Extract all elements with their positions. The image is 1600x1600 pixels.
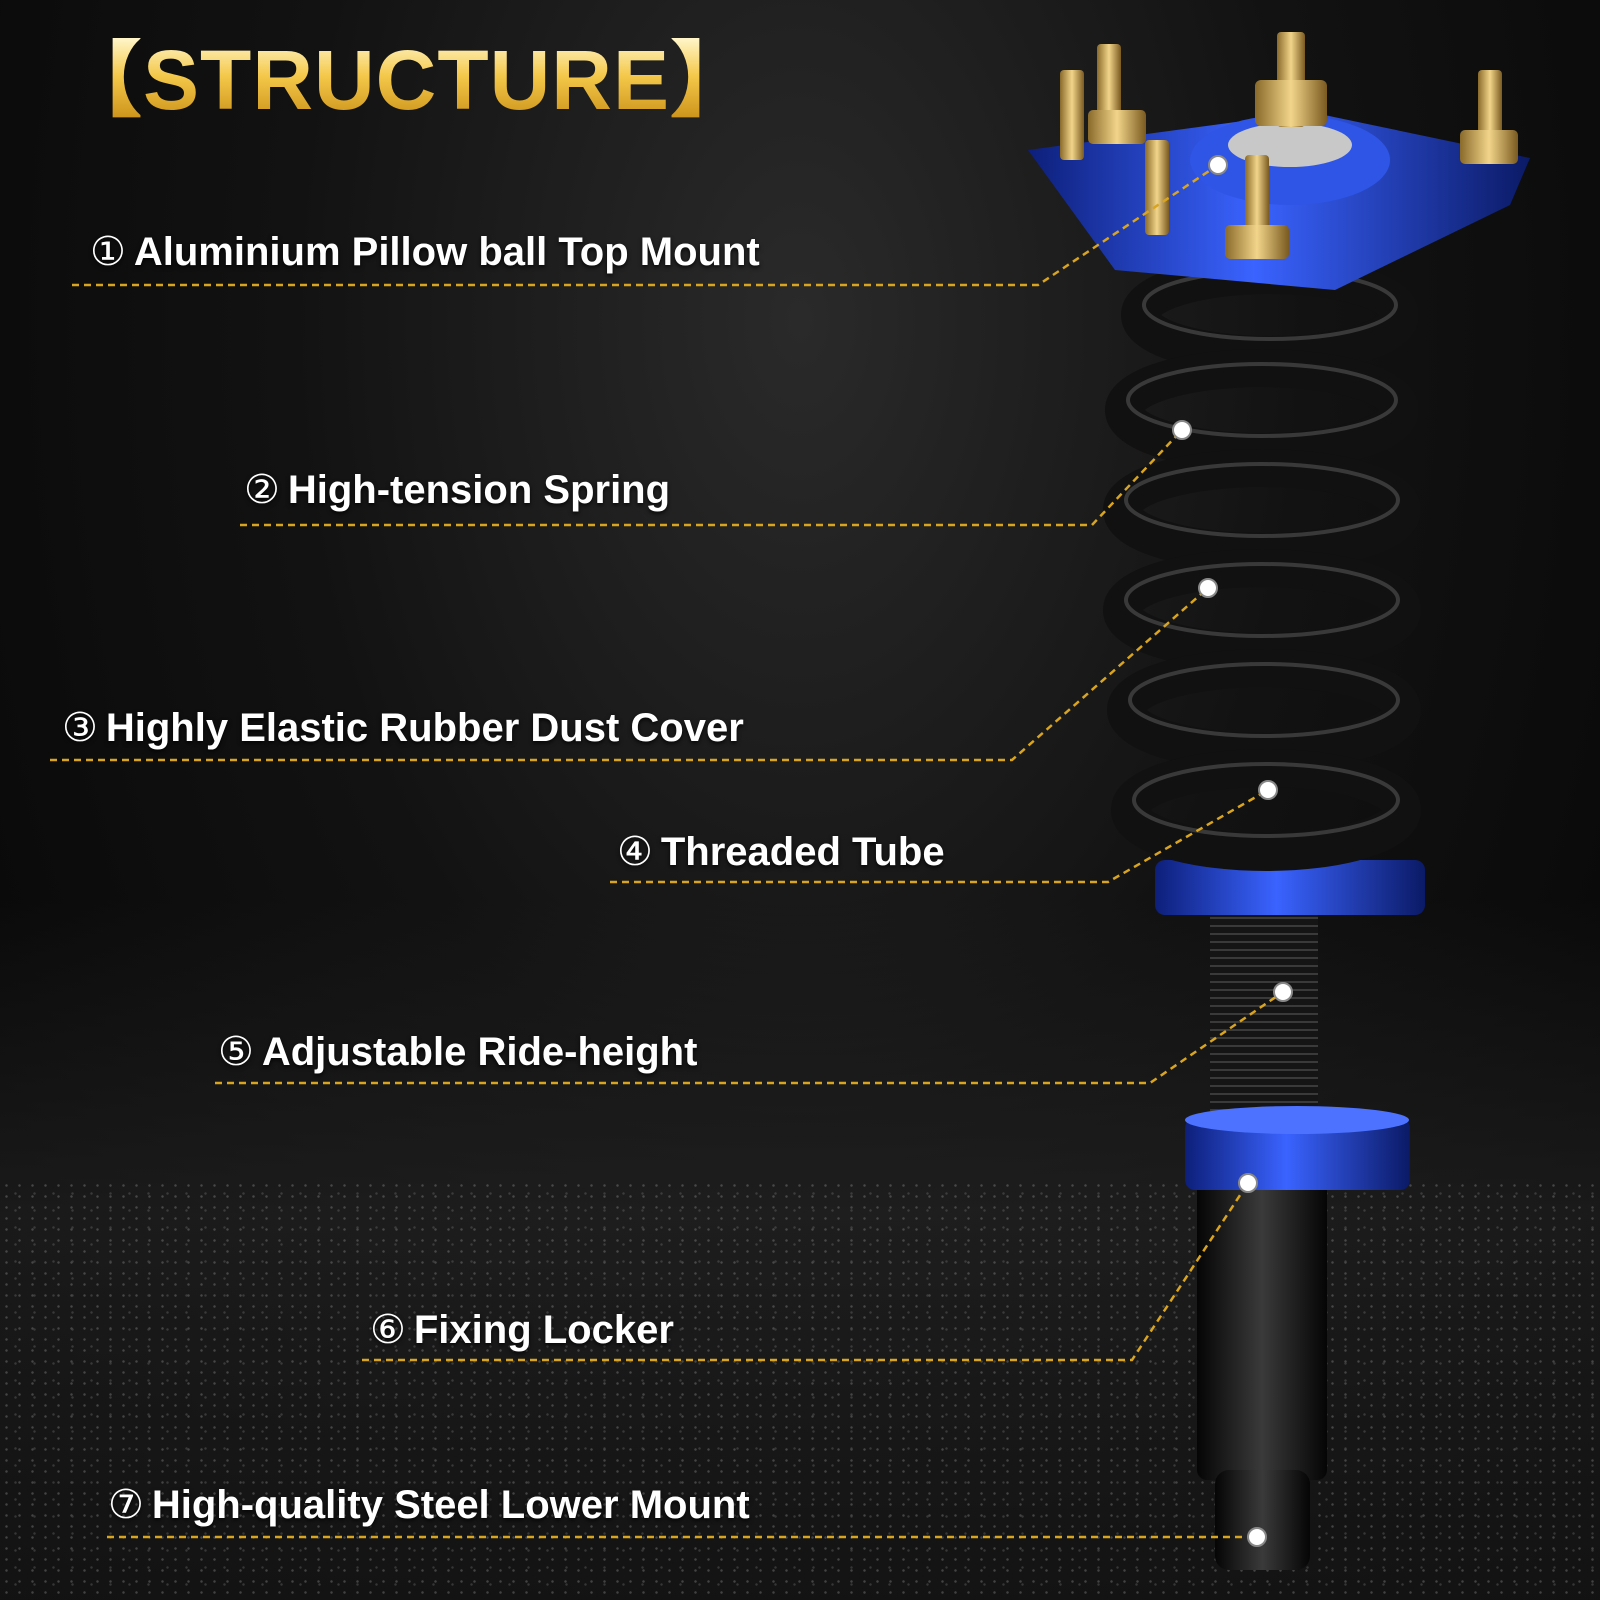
callout-dot-6 [1238, 1173, 1258, 1193]
part-number: ⑤ [218, 1030, 254, 1074]
part-text: Aluminium Pillow ball Top Mount [133, 230, 760, 274]
fixing-locker-ring [1185, 1106, 1410, 1190]
callout-dot-2 [1172, 420, 1192, 440]
callout-dot-7 [1247, 1527, 1267, 1547]
lower-mount-body [1197, 1180, 1327, 1570]
part-text: Adjustable Ride-height [261, 1030, 698, 1074]
part-number: ⑦ [108, 1483, 144, 1527]
part-text: Highly Elastic Rubber Dust Cover [105, 706, 744, 750]
leader-lines [50, 163, 1284, 1539]
floor-speckle [0, 1180, 1600, 1600]
part-number: ② [244, 468, 280, 512]
page-title: 【STRUCTURE】 [58, 33, 755, 127]
part-number: ⑥ [370, 1308, 406, 1352]
callout-dot-5 [1273, 982, 1293, 1002]
part-number: ③ [62, 706, 98, 750]
part-number: ① [90, 230, 126, 274]
callout-dot-4 [1258, 780, 1278, 800]
part-text: High-tension Spring [287, 468, 671, 512]
part-number: ④ [617, 830, 653, 874]
part-text: Threaded Tube [660, 830, 945, 874]
mount-studs [1060, 32, 1518, 259]
spring-seat-ring [1155, 860, 1425, 915]
callout-dot-1 [1208, 155, 1228, 175]
floor-background [0, 900, 1600, 1600]
callout-dots [1172, 155, 1293, 1547]
part-text: Fixing Locker [413, 1308, 674, 1352]
callout-dot-3 [1198, 578, 1218, 598]
part-text: High-quality Steel Lower Mount [151, 1483, 750, 1527]
threaded-tube [1210, 900, 1318, 1140]
